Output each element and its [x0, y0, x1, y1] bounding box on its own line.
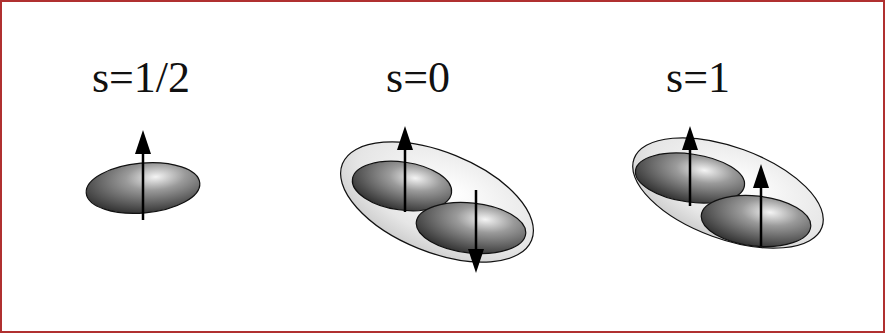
spin-label: s=0 [386, 56, 450, 100]
pair-shell [618, 116, 837, 271]
arrow-head [682, 126, 698, 150]
spin-arrow [475, 190, 478, 252]
spin-arrow [760, 186, 763, 246]
spin-arrow [404, 148, 407, 212]
arrow-head [135, 130, 151, 154]
spin-label: s=1/2 [92, 56, 190, 100]
spin-arrow [142, 150, 145, 220]
arrow-head [753, 164, 769, 188]
pair-shell [324, 117, 551, 286]
arrow-head [468, 249, 484, 273]
arrow-head [397, 126, 413, 150]
spin-label: s=1 [666, 56, 730, 100]
spin-arrow [689, 148, 692, 206]
particle-ellipse [699, 190, 814, 251]
